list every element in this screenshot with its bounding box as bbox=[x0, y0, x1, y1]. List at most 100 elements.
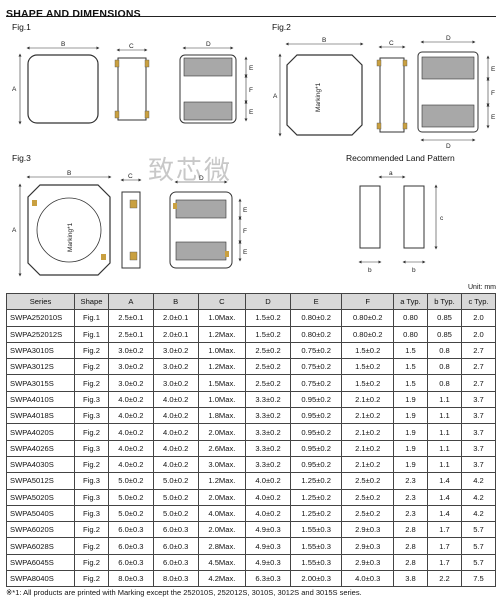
table-cell: 1.5±0.2 bbox=[245, 309, 291, 327]
table-cell: 3.0±0.2 bbox=[152, 341, 199, 360]
table-cell: 4.0±0.2 bbox=[245, 504, 291, 523]
table-cell: Fig.3 bbox=[74, 439, 109, 457]
table-cell: Fig.2 bbox=[74, 570, 109, 588]
table-cell: 4.0±0.2 bbox=[152, 407, 199, 425]
table-cell: SWPA4018S bbox=[6, 407, 75, 425]
table-cell: 0.75±0.2 bbox=[289, 358, 343, 376]
fig3-top-view: Marking*1 B A bbox=[12, 170, 112, 277]
table-cell: 5.0±0.2 bbox=[152, 472, 199, 490]
table-cell: SWPA6020S bbox=[6, 521, 75, 539]
table-cell: 2.8 bbox=[393, 521, 428, 539]
table-cell: 2.00±0.3 bbox=[289, 570, 343, 588]
table-cell: 4.0±0.2 bbox=[108, 390, 154, 409]
fig1-dim-e2: E bbox=[249, 109, 254, 116]
table-cell: 5.0±0.2 bbox=[152, 504, 199, 523]
table-cell: 8.0±0.3 bbox=[152, 570, 199, 588]
table-cell: 0.95±0.2 bbox=[289, 407, 343, 425]
table-cell: 6.0±0.3 bbox=[108, 537, 154, 555]
table-cell: 2.9±0.3 bbox=[341, 521, 394, 539]
table-cell: 4.0±0.2 bbox=[108, 439, 154, 457]
table-cell: 0.80 bbox=[393, 309, 428, 327]
table-cell: 3.7 bbox=[461, 423, 496, 441]
fig2-dim-d2: D bbox=[446, 143, 451, 150]
table-cell: 4.0±0.2 bbox=[108, 407, 154, 425]
table-cell: 3.0Max. bbox=[197, 455, 247, 474]
table-cell: Fig.2 bbox=[74, 341, 109, 360]
section-title: SHAPE AND DIMENSIONS bbox=[6, 8, 141, 20]
fig3-dim-a: A bbox=[12, 227, 17, 234]
table-cell: SWPA3012S bbox=[6, 358, 75, 376]
fig3-dim-c: C bbox=[128, 173, 133, 180]
table-cell: 2.5±0.2 bbox=[341, 488, 394, 506]
table-cell: 0.75±0.2 bbox=[289, 374, 343, 392]
table-cell: 2.0±0.1 bbox=[152, 309, 199, 327]
table-cell: 1.5±0.2 bbox=[341, 358, 394, 376]
table-cell: 4.0±0.3 bbox=[341, 570, 394, 588]
table-cell: 4.9±0.3 bbox=[245, 553, 291, 572]
table-cell: 0.80±0.2 bbox=[341, 325, 394, 343]
fig3-bottom-view: D E F E bbox=[169, 175, 248, 269]
fig2-marking: Marking*1 bbox=[315, 82, 322, 112]
table-cell: 1.25±0.2 bbox=[289, 504, 343, 523]
table-cell: 2.3 bbox=[393, 504, 428, 523]
table-cell: 0.8 bbox=[427, 374, 462, 392]
table-cell: 2.1±0.2 bbox=[341, 407, 394, 425]
table-cell: 6.0±0.3 bbox=[152, 521, 199, 539]
table-cell: Fig.2 bbox=[74, 537, 109, 555]
table-cell: 1.4 bbox=[427, 472, 462, 490]
table-cell: Fig.3 bbox=[74, 504, 109, 523]
land-dim-c: c bbox=[440, 215, 444, 222]
table-cell: 4.9±0.3 bbox=[245, 537, 291, 555]
table-cell: 1.7 bbox=[427, 537, 462, 555]
table-cell: 2.1±0.2 bbox=[341, 455, 394, 474]
table-cell: 1.4 bbox=[427, 488, 462, 506]
dimension-drawings: B A C D E F E Marking*1 B A bbox=[12, 35, 496, 277]
table-cell: 2.5±0.2 bbox=[341, 472, 394, 490]
table-cell: 3.0±0.2 bbox=[152, 358, 199, 376]
fig1-dim-d: D bbox=[206, 41, 211, 48]
table-cell: 2.7 bbox=[461, 358, 496, 376]
fig3-dim-e: E bbox=[243, 207, 248, 214]
table-cell: 4.9±0.3 bbox=[245, 521, 291, 539]
table-cell: 2.9±0.3 bbox=[341, 537, 394, 555]
table-cell: 0.8 bbox=[427, 358, 462, 376]
table-cell: Fig.3 bbox=[74, 407, 109, 425]
table-cell: 1.5±0.2 bbox=[341, 374, 394, 392]
table-cell: 0.95±0.2 bbox=[289, 423, 343, 441]
table-cell: SWPA6045S bbox=[6, 553, 75, 572]
table-cell: Fig.3 bbox=[74, 390, 109, 409]
table-cell: SWPA252012S bbox=[6, 325, 75, 343]
table-cell: 1.1 bbox=[427, 439, 462, 457]
section-header: SHAPE AND DIMENSIONS bbox=[6, 4, 496, 20]
fig1-side-view: C bbox=[114, 43, 150, 121]
table-cell: 2.1±0.2 bbox=[341, 423, 394, 441]
table-cell: 1.5±0.2 bbox=[245, 325, 291, 343]
table-cell: SWPA4030S bbox=[6, 455, 75, 474]
col-series: Series bbox=[6, 292, 75, 311]
table-cell: 1.5 bbox=[393, 341, 428, 360]
table-cell: 1.1 bbox=[427, 423, 462, 441]
col-e: E bbox=[289, 292, 343, 311]
table-cell: 2.3 bbox=[393, 472, 428, 490]
table-cell: 1.9 bbox=[393, 423, 428, 441]
col-b: B bbox=[152, 292, 199, 311]
fig3-dim-d: D bbox=[199, 175, 204, 182]
footnote: ※*1: All products are printed with Marki… bbox=[6, 588, 362, 597]
table-cell: 4.0±0.2 bbox=[152, 439, 199, 457]
table-cell: 1.55±0.3 bbox=[289, 537, 343, 555]
table-cell: 1.5 bbox=[393, 358, 428, 376]
table-cell: 1.0Max. bbox=[197, 390, 247, 409]
table-cell: Fig.2 bbox=[74, 521, 109, 539]
fig2-bottom-view: D E F E D bbox=[417, 35, 496, 150]
fig2-dim-b: B bbox=[322, 37, 326, 44]
fig2-dim-e: E bbox=[491, 66, 496, 73]
table-cell: 4.2 bbox=[461, 472, 496, 490]
table-cell: SWPA4010S bbox=[6, 390, 75, 409]
fig1-dim-c: C bbox=[129, 43, 134, 50]
table-cell: 1.9 bbox=[393, 407, 428, 425]
table-cell: 3.0±0.2 bbox=[108, 374, 154, 392]
